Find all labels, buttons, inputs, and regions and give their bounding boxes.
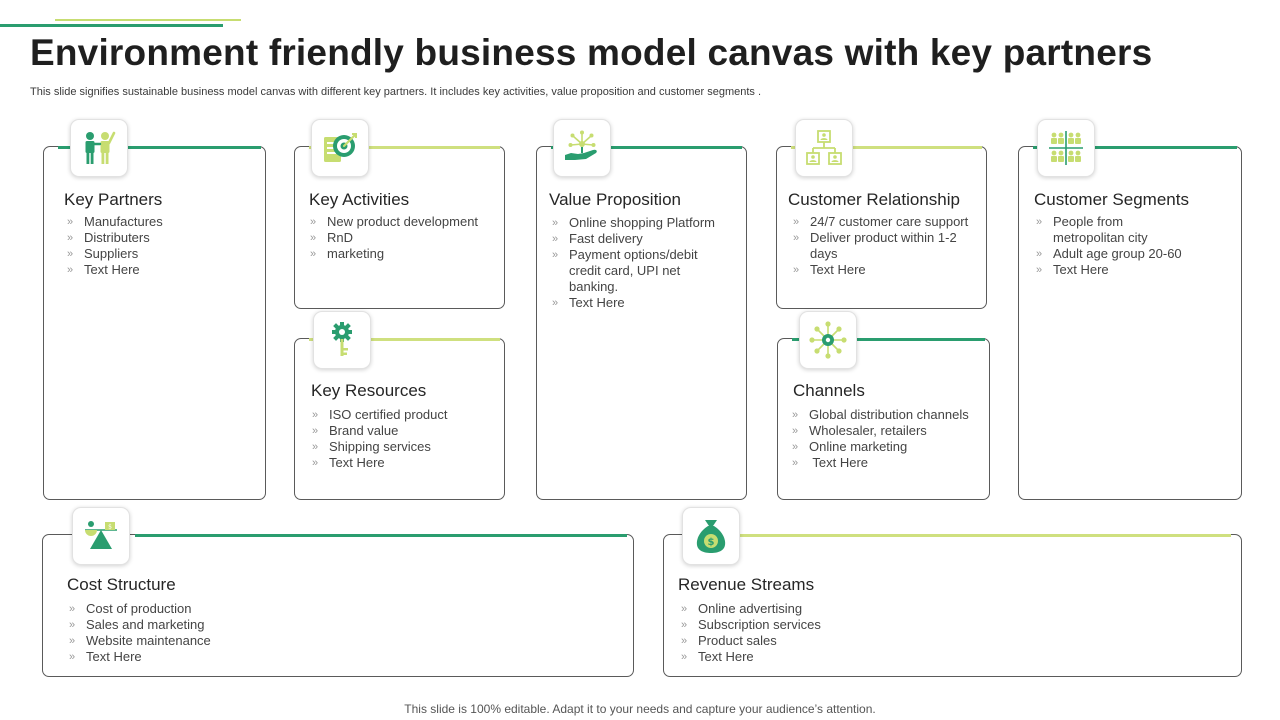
list-item: Distributers (64, 230, 249, 246)
footer-note: This slide is 100% editable. Adapt it to… (404, 702, 876, 716)
list-item: RnD (307, 230, 497, 246)
list-item: Payment options/debit credit card, UPI n… (549, 247, 729, 295)
hand-plant-icon (565, 130, 597, 160)
list-item: Shipping services (309, 439, 494, 455)
list-item: marketing (307, 246, 497, 262)
icon-box (795, 119, 853, 177)
card-list: New product development RnD marketing (307, 214, 497, 262)
list-item: Brand value (309, 423, 494, 439)
card-list: Manufactures Distributers Suppliers Text… (64, 214, 249, 278)
card-list: Online shopping Platform Fast delivery P… (549, 215, 729, 311)
card-customer-relationship: Customer Relationship 24/7 customer care… (776, 119, 987, 309)
list-item: Wholesaler, retailers (789, 423, 984, 439)
card-revenue-streams: $ Revenue Streams Online advertising Sub… (663, 507, 1242, 677)
page-subtitle: This slide signifies sustainable busines… (30, 86, 762, 98)
card-value-proposition: Value Proposition Online shopping Platfo… (536, 119, 747, 500)
org-chart-icon (806, 130, 842, 165)
list-item: Cost of production (66, 601, 316, 617)
page-title: Environment friendly business model canv… (30, 32, 1153, 73)
list-item: Subscription services (678, 617, 928, 633)
card-heading: Customer Segments (1034, 190, 1189, 209)
icon-box (70, 119, 128, 177)
icon-box (553, 119, 611, 177)
card-accent-bar (309, 146, 500, 149)
card-accent-bar (309, 338, 500, 341)
people-grid-icon (1049, 131, 1083, 165)
target-icon (324, 133, 357, 162)
list-item: Text Here (66, 649, 316, 665)
card-key-activities: Key Activities New product development R… (294, 119, 505, 309)
partners-icon (85, 131, 116, 164)
list-item: Online shopping Platform (549, 215, 729, 231)
list-item: Text Here (1033, 262, 1183, 278)
card-list: ISO certified product Brand value Shippi… (309, 407, 494, 471)
svg-text:$: $ (708, 537, 715, 548)
card-list: People from metropolitan city Adult age … (1033, 214, 1183, 278)
card-cost-structure: $ Cost Structure Cost of production Sale… (42, 507, 634, 677)
card-key-resources: Key Resources ISO certified product Bran… (294, 311, 505, 500)
icon-box: $ (682, 507, 740, 565)
card-heading: Key Activities (309, 190, 410, 209)
card-list: Cost of production Sales and marketing W… (66, 601, 316, 665)
card-list: 24/7 customer care support Deliver produ… (790, 214, 975, 278)
list-item: Text Here (678, 649, 928, 665)
card-heading: Value Proposition (549, 190, 681, 209)
list-item: Product sales (678, 633, 928, 649)
icon-box (799, 311, 857, 369)
card-accent-bar (740, 534, 1231, 537)
network-hub-icon (809, 321, 847, 359)
icon-box (1037, 119, 1095, 177)
list-item: Online marketing (789, 439, 984, 455)
svg-text:$: $ (108, 524, 112, 531)
icon-box (311, 119, 369, 177)
icon-box: $ (72, 507, 130, 565)
card-heading: Customer Relationship (788, 190, 960, 209)
card-heading: Cost Structure (67, 575, 176, 594)
list-item: Manufactures (64, 214, 249, 230)
list-item: Deliver product within 1-2 days (790, 230, 975, 262)
list-item: Text Here (549, 295, 729, 311)
card-accent-bar (791, 146, 982, 149)
card-list: Online advertising Subscription services… (678, 601, 928, 665)
card-list: Global distribution channels Wholesaler,… (789, 407, 984, 471)
card-accent-bar (135, 534, 627, 537)
list-item: Text Here (789, 455, 984, 471)
list-item: ISO certified product (309, 407, 494, 423)
list-item: Online advertising (678, 601, 928, 617)
card-channels: Channels Global distribution channels Wh… (777, 311, 990, 500)
list-item: Text Here (790, 262, 975, 278)
title-accent-line-lime (55, 19, 241, 21)
card-accent-bar (1033, 146, 1237, 149)
list-item: Text Here (64, 262, 249, 278)
card-customer-segments: Customer Segments People from metropolit… (1018, 119, 1242, 500)
icon-box (313, 311, 371, 369)
list-item: Suppliers (64, 246, 249, 262)
card-heading: Key Resources (311, 381, 427, 400)
list-item: Sales and marketing (66, 617, 316, 633)
list-item: Website maintenance (66, 633, 316, 649)
title-accent-line-green (0, 24, 223, 27)
list-item: Fast delivery (549, 231, 729, 247)
card-heading: Key Partners (64, 190, 163, 209)
card-accent-bar (58, 146, 261, 149)
balance-scale-icon: $ (85, 521, 117, 549)
list-item: New product development (307, 214, 497, 230)
card-heading: Revenue Streams (678, 575, 815, 594)
card-accent-bar (551, 146, 742, 149)
card-key-partners: Key Partners Manufactures Distributers S… (43, 119, 266, 500)
list-item: Text Here (309, 455, 494, 471)
list-item: People from metropolitan city (1033, 214, 1183, 246)
money-bag-icon: $ (696, 520, 726, 553)
list-item: Global distribution channels (789, 407, 984, 423)
card-heading: Channels (793, 381, 865, 400)
list-item: 24/7 customer care support (790, 214, 975, 230)
card-accent-bar (792, 338, 985, 341)
list-item: Adult age group 20-60 (1033, 246, 1183, 262)
gear-key-icon (332, 322, 352, 356)
